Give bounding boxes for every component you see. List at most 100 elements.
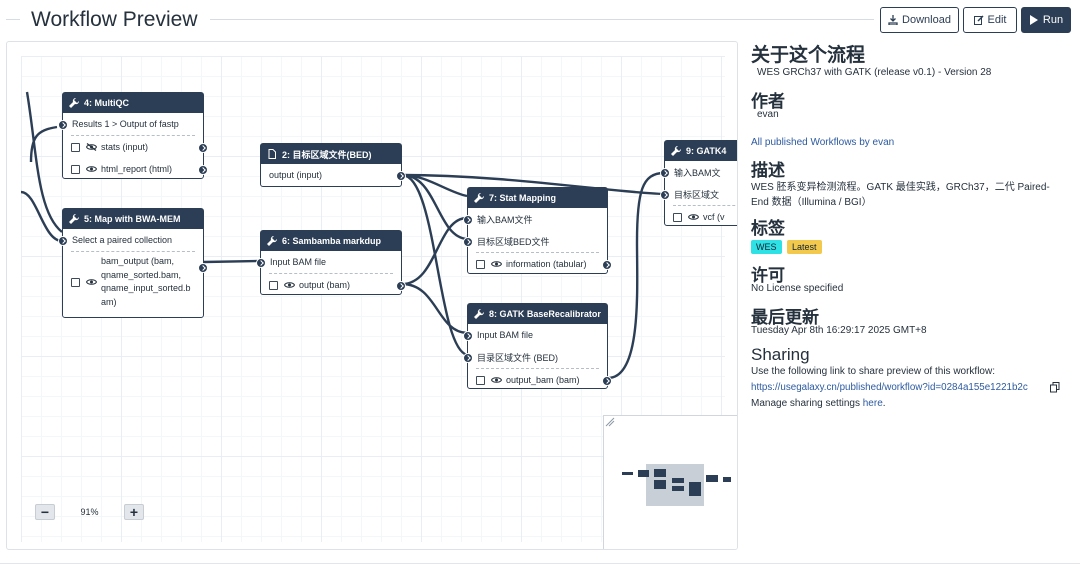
input-terminal[interactable]: [660, 190, 670, 200]
workflow-connections: [20, 91, 665, 380]
input-terminal[interactable]: [256, 258, 266, 268]
node-output[interactable]: information (tabular): [468, 253, 612, 275]
eye-icon[interactable]: [491, 376, 502, 384]
output-checkbox[interactable]: [476, 375, 485, 385]
input-terminal[interactable]: [463, 215, 473, 225]
manage-sharing-text: Manage sharing settings here.: [751, 398, 886, 409]
node-header[interactable]: 9: GATK4: [665, 141, 737, 161]
tag-badge-wes[interactable]: WES: [751, 240, 782, 254]
tag-badge-latest[interactable]: Latest: [787, 240, 822, 254]
node-header[interactable]: 6: Sambamba markdup: [261, 231, 401, 251]
eye-slash-icon[interactable]: [86, 143, 97, 151]
node-input[interactable]: Input BAM file: [463, 324, 607, 346]
node-header[interactable]: 2: 目标区域文件(BED): [261, 144, 401, 164]
input-terminal[interactable]: [463, 331, 473, 341]
output-terminal[interactable]: [396, 171, 406, 181]
minimap-node: [654, 469, 666, 477]
node-bwa-mem[interactable]: 5: Map with BWA-MEM Select a paired coll…: [58, 208, 208, 318]
input-label: Select a paired collection: [72, 235, 173, 245]
input-terminal[interactable]: [463, 353, 473, 363]
output-terminal[interactable]: [602, 376, 612, 386]
minimap-node: [689, 482, 701, 489]
wrench-icon: [474, 193, 484, 203]
resize-handle-icon[interactable]: [605, 417, 615, 427]
node-input[interactable]: 目标区域文: [660, 183, 737, 205]
output-terminal[interactable]: [198, 263, 208, 273]
node-divider: [71, 251, 195, 252]
node-gatk-baserecalibrator[interactable]: 8: GATK BaseRecalibrator Input BAM file …: [463, 303, 612, 391]
node-divider: [269, 273, 393, 274]
output-checkbox[interactable]: [71, 164, 80, 174]
edit-button[interactable]: Edit: [963, 7, 1017, 33]
share-url-link[interactable]: https://usegalaxy.cn/published/workflow?…: [751, 382, 1028, 393]
node-multiqc[interactable]: 4: MultiQC Results 1 > Output of fastp s…: [58, 92, 208, 180]
node-output[interactable]: vcf (v: [665, 206, 737, 228]
node-bed-input[interactable]: 2: 目标区域文件(BED) output (input): [260, 143, 406, 187]
node-divider: [476, 368, 599, 369]
eye-icon[interactable]: [491, 260, 502, 268]
output-label-line: bam_output (bam,: [101, 256, 175, 266]
download-icon: [888, 15, 898, 25]
node-input[interactable]: 输入BAM文: [660, 161, 737, 183]
node-divider: [476, 252, 599, 253]
node-output[interactable]: stats (input): [63, 136, 208, 158]
node-gatk4[interactable]: 9: GATK4 输入BAM文 目标区域文 vcf (v: [660, 140, 737, 228]
node-output[interactable]: bam_output (bam, qname_sorted.bam, qname…: [63, 252, 208, 309]
node-output[interactable]: output (bam): [261, 274, 406, 296]
workflow-minimap[interactable]: [603, 415, 737, 549]
input-label: 输入BAM文: [674, 167, 721, 178]
output-checkbox[interactable]: [673, 212, 682, 222]
about-heading: 关于这个流程: [751, 45, 866, 66]
input-terminal[interactable]: [660, 168, 670, 178]
input-terminal[interactable]: [58, 120, 68, 130]
license-heading: 许可: [751, 266, 785, 285]
node-output[interactable]: output_bam (bam): [468, 369, 612, 391]
description-heading: 描述: [751, 161, 785, 180]
zoom-in-button[interactable]: +: [124, 504, 144, 520]
published-workflows-link[interactable]: All published Workflows by evan: [751, 137, 895, 148]
node-output[interactable]: output (input): [261, 164, 406, 186]
input-label: 输入BAM文件: [477, 214, 533, 225]
output-terminal[interactable]: [198, 165, 208, 175]
manage-sharing-link[interactable]: here: [862, 398, 883, 409]
copy-icon[interactable]: [1050, 382, 1060, 393]
node-input[interactable]: Select a paired collection: [58, 229, 203, 251]
node-input[interactable]: 输入BAM文件: [463, 208, 607, 230]
output-checkbox[interactable]: [71, 142, 80, 152]
workflow-canvas[interactable]: 4: MultiQC Results 1 > Output of fastp s…: [6, 41, 738, 550]
wrench-icon: [69, 98, 79, 108]
node-input[interactable]: Input BAM file: [256, 251, 401, 273]
run-button[interactable]: Run: [1021, 7, 1071, 33]
input-terminal[interactable]: [463, 237, 473, 247]
eye-icon[interactable]: [86, 165, 97, 173]
output-checkbox[interactable]: [269, 280, 278, 290]
node-input[interactable]: 目录区域文件 (BED): [463, 346, 607, 368]
output-terminal[interactable]: [396, 281, 406, 291]
node-stat-mapping[interactable]: 7: Stat Mapping 输入BAM文件 目标区域BED文件 inform…: [463, 187, 612, 275]
node-header[interactable]: 4: MultiQC: [63, 93, 203, 113]
output-terminal[interactable]: [198, 143, 208, 153]
output-terminal[interactable]: [602, 260, 612, 270]
output-checkbox[interactable]: [476, 259, 485, 269]
node-sambamba[interactable]: 6: Sambamba markdup Input BAM file outpu…: [256, 230, 406, 296]
zoom-out-button[interactable]: −: [35, 504, 55, 520]
node-header[interactable]: 5: Map with BWA-MEM: [63, 209, 203, 229]
eye-icon[interactable]: [688, 213, 699, 221]
output-label-line: qname_input_sorted.b: [101, 283, 191, 293]
node-title: 8: GATK BaseRecalibrator: [489, 309, 601, 319]
input-terminal[interactable]: [58, 236, 68, 246]
eye-icon[interactable]: [86, 278, 97, 286]
updated-heading: 最后更新: [751, 308, 819, 327]
output-checkbox[interactable]: [71, 277, 80, 287]
node-output[interactable]: html_report (html): [63, 158, 208, 180]
node-header[interactable]: 7: Stat Mapping: [468, 188, 607, 208]
run-label: Run: [1042, 14, 1064, 26]
node-input[interactable]: 目标区域BED文件: [463, 230, 607, 252]
minimap-node: [654, 480, 666, 489]
eye-icon[interactable]: [284, 281, 295, 289]
output-label: output (input): [269, 170, 323, 180]
node-header[interactable]: 8: GATK BaseRecalibrator: [468, 304, 607, 324]
download-button[interactable]: Download: [880, 7, 959, 33]
description-line-1: WES 胚系变异检测流程。GATK 最佳实践，GRCh37，二代 Paired-: [751, 182, 1050, 193]
node-input[interactable]: Results 1 > Output of fastp: [58, 113, 203, 135]
